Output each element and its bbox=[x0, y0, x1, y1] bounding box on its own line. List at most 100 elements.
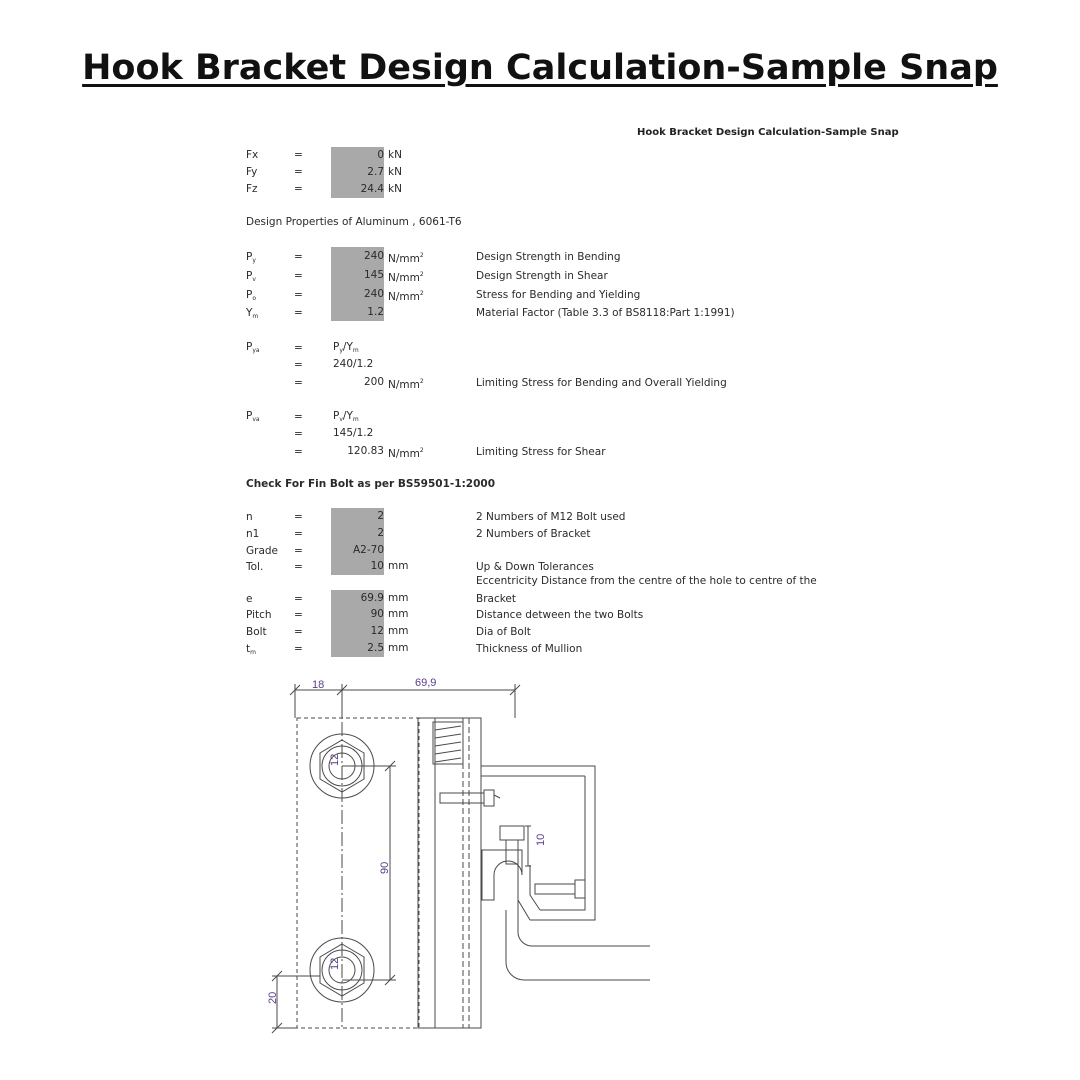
bolt-unit-pitch: mm bbox=[388, 608, 409, 620]
sheet-subtitle: Hook Bracket Design Calculation-Sample S… bbox=[637, 127, 899, 138]
bolt-desc-ecc-line1: Eccentricity Distance from the centre of… bbox=[476, 575, 817, 587]
prop-unit-py: N/mm2 bbox=[388, 252, 424, 265]
page-title: Hook Bracket Design Calculation-Sample S… bbox=[82, 48, 998, 88]
bolt-value-e: 69.9 bbox=[360, 592, 384, 604]
forces-input-cells bbox=[331, 147, 384, 198]
force-unit-fx: kN bbox=[388, 149, 402, 161]
calc1-formula: Py/Ym bbox=[333, 341, 359, 354]
dim-label-69-9: 69,9 bbox=[415, 677, 436, 689]
prop-value-ym: 1.2 bbox=[367, 306, 384, 318]
force-unit-fy: kN bbox=[388, 166, 402, 178]
force-label-fy: Fy bbox=[246, 166, 258, 178]
equals-sign: = bbox=[294, 359, 303, 371]
equals-sign: = bbox=[294, 270, 303, 282]
prop-unit-pv: N/mm2 bbox=[388, 271, 424, 284]
equals-sign: = bbox=[294, 609, 303, 621]
force-value-fz: 24.4 bbox=[360, 183, 384, 195]
properties-input-cells bbox=[331, 247, 384, 321]
equals-sign: = bbox=[294, 251, 303, 263]
bolt-unit-tol: mm bbox=[388, 560, 409, 572]
bolt-input-cell-tol bbox=[331, 558, 384, 575]
bolt-desc-pitch: Distance detween the two Bolts bbox=[476, 609, 644, 621]
bolt-input-cells-bottom bbox=[331, 590, 384, 657]
calc1-substitution: 240/1.2 bbox=[333, 358, 374, 370]
equals-sign: = bbox=[294, 411, 303, 423]
prop-desc-py: Design Strength in Bending bbox=[476, 251, 621, 263]
equals-sign: = bbox=[294, 183, 303, 195]
bolt-desc-n: 2 Numbers of M12 Bolt used bbox=[476, 511, 626, 523]
equals-sign: = bbox=[294, 528, 303, 540]
force-unit-fz: kN bbox=[388, 183, 402, 195]
prop-unit-po: N/mm2 bbox=[388, 290, 424, 303]
calc1-symbol: Pya bbox=[246, 341, 260, 354]
equals-sign: = bbox=[294, 643, 303, 655]
bolt-label-n1: n1 bbox=[246, 528, 260, 540]
prop-label-py: Py bbox=[246, 251, 256, 264]
bolt-unit-tm: mm bbox=[388, 642, 409, 654]
calc2-unit: N/mm2 bbox=[388, 447, 424, 460]
bolt-label-grade: Grade bbox=[246, 545, 279, 557]
equals-sign: = bbox=[294, 149, 303, 161]
equals-sign: = bbox=[294, 545, 303, 557]
equals-sign: = bbox=[294, 511, 303, 523]
dim-label-12-bottom: 12 bbox=[329, 958, 341, 970]
bolt-label-tm: tm bbox=[246, 643, 256, 656]
material-heading: Design Properties of Aluminum , 6061-T6 bbox=[246, 216, 462, 228]
equals-sign: = bbox=[294, 289, 303, 301]
prop-label-pv: Pv bbox=[246, 270, 256, 283]
calc2-formula: Pv/Ym bbox=[333, 410, 359, 423]
equals-sign: = bbox=[294, 307, 303, 319]
bolt-label-tol: Tol. bbox=[246, 561, 264, 573]
hook-arm bbox=[505, 900, 650, 981]
bolt-desc-n1: 2 Numbers of Bracket bbox=[476, 528, 591, 540]
bolt-label-e: e bbox=[246, 593, 253, 605]
bolt-value-grade: A2-70 bbox=[352, 544, 384, 556]
dimension-edge bbox=[271, 970, 320, 1034]
bottom-bolt bbox=[309, 937, 375, 1003]
force-value-fy: 2.7 bbox=[367, 166, 384, 178]
dim-label-18: 18 bbox=[312, 679, 324, 691]
dimension-top bbox=[289, 684, 521, 718]
prop-desc-pv: Design Strength in Shear bbox=[476, 270, 608, 282]
bolt-value-tm: 2.5 bbox=[367, 642, 384, 654]
force-label-fz: Fz bbox=[246, 183, 258, 195]
prop-value-pv: 145 bbox=[363, 269, 384, 281]
hook-bracket-drawing: 18 69,9 12 12 bbox=[267, 677, 650, 1034]
fixing-bolt bbox=[439, 789, 501, 807]
bracket-plate bbox=[296, 700, 482, 1030]
bolt-desc-bolt: Dia of Bolt bbox=[476, 626, 531, 638]
calc2-result: 120.83 bbox=[347, 445, 384, 457]
bolt-value-n1: 2 bbox=[377, 527, 384, 539]
dim-label-20: 20 bbox=[267, 992, 279, 1004]
calc2-desc: Limiting Stress for Shear bbox=[476, 446, 606, 458]
equals-sign: = bbox=[294, 626, 303, 638]
bolt-value-pitch: 90 bbox=[370, 608, 384, 620]
calc1-result: 200 bbox=[363, 376, 384, 388]
calc1-desc: Limiting Stress for Bending and Overall … bbox=[476, 377, 727, 389]
force-value-fx: 0 bbox=[377, 149, 384, 161]
bolt-label-bolt: Bolt bbox=[246, 626, 267, 638]
bolt-desc-tm: Thickness of Mullion bbox=[476, 643, 583, 655]
force-label-fx: Fx bbox=[246, 149, 259, 161]
prop-value-py: 240 bbox=[363, 250, 384, 262]
prop-label-po: Po bbox=[246, 289, 257, 302]
dim-label-12-top: 12 bbox=[329, 754, 341, 766]
bolt-unit-e: mm bbox=[388, 592, 409, 604]
calc2-substitution: 145/1.2 bbox=[333, 427, 374, 439]
equals-sign: = bbox=[294, 342, 303, 354]
bolt-label-n: n bbox=[246, 511, 253, 523]
bolt-desc-e: Bracket bbox=[476, 593, 517, 605]
prop-desc-po: Stress for Bending and Yielding bbox=[476, 289, 641, 301]
equals-sign: = bbox=[294, 593, 303, 605]
bolt-value-tol: 10 bbox=[370, 560, 384, 572]
equals-sign: = bbox=[294, 377, 303, 389]
bolt-desc-tol: Up & Down Tolerances bbox=[476, 561, 594, 573]
dim-label-90: 90 bbox=[379, 862, 391, 874]
equals-sign: = bbox=[294, 428, 303, 440]
dimension-pitch bbox=[342, 760, 396, 986]
prop-desc-ym: Material Factor (Table 3.3 of BS8118:Par… bbox=[476, 307, 735, 319]
equals-sign: = bbox=[294, 561, 303, 573]
bolt-value-bolt: 12 bbox=[370, 625, 384, 637]
equals-sign: = bbox=[294, 166, 303, 178]
